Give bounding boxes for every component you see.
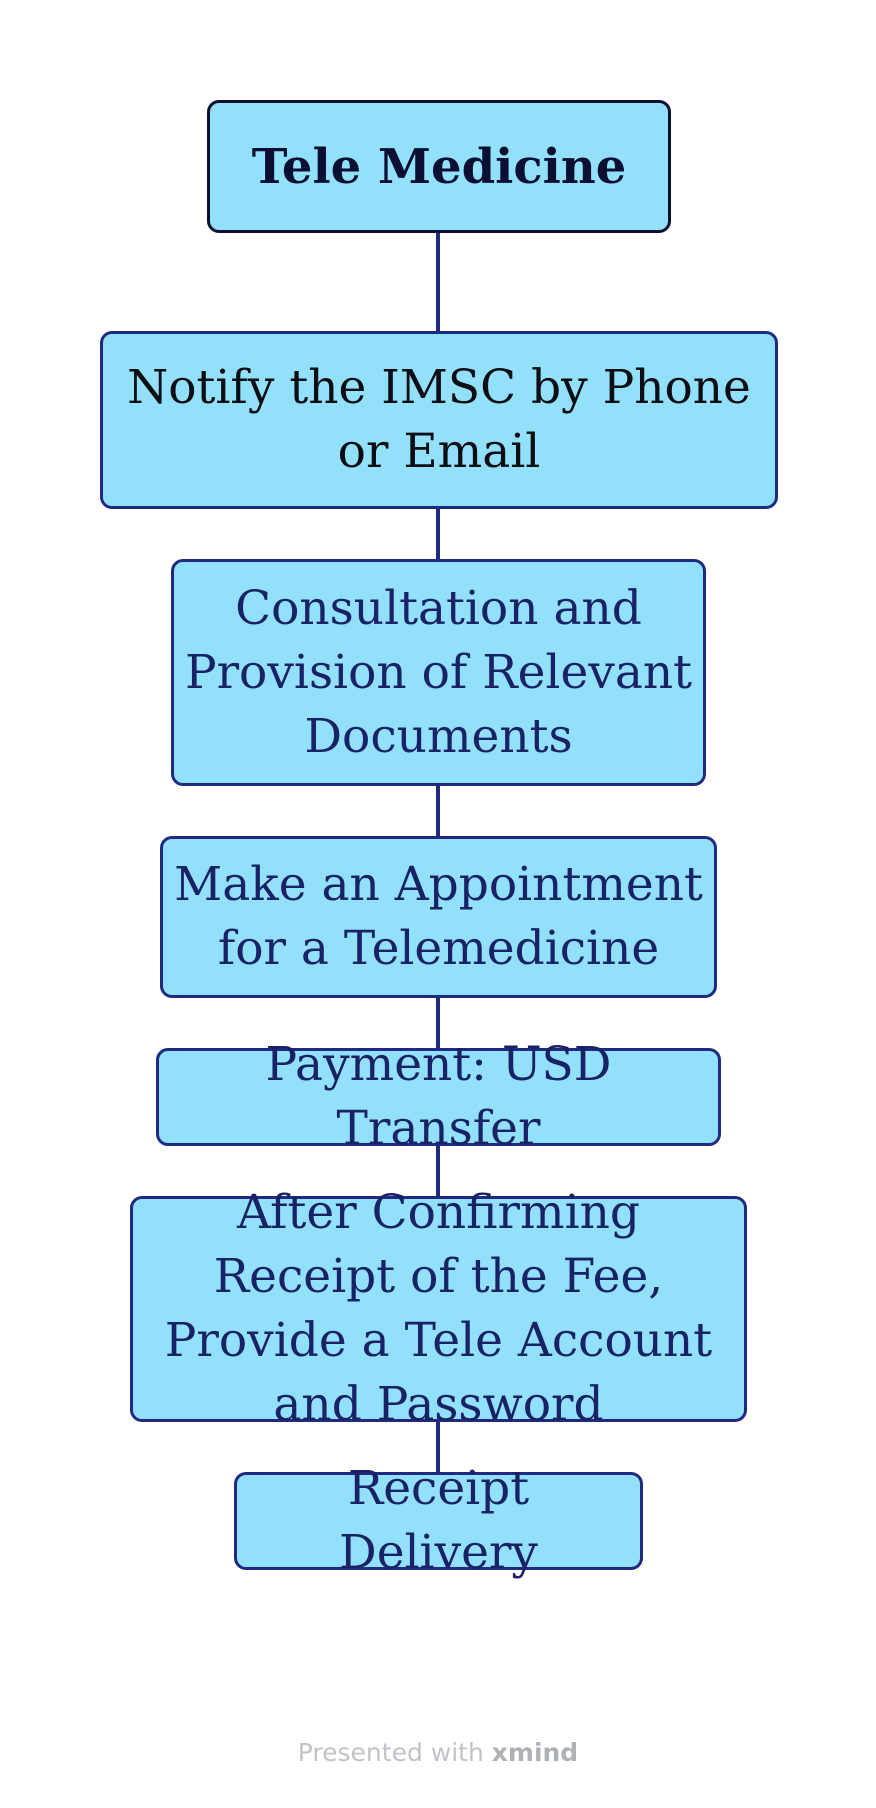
step-label-payment: Payment: USD Transfer [265,1037,612,1156]
step-node-notify[interactable]: Notify the IMSC by Phone or Email [100,331,778,509]
step-label-receipt: Receipt Delivery [339,1461,538,1580]
xmind-logo: xmind [491,1738,579,1767]
step-node-consultation[interactable]: Consultation and Provision of Relevant D… [171,559,706,786]
connector-step1-step2 [436,506,440,562]
step-label-account: After Confirming Receipt of the Fee, Pro… [164,1185,713,1432]
root-topic-node[interactable]: Tele Medicine [207,100,671,233]
connector-root-step1 [436,230,440,334]
root-topic-label: Tele Medicine [251,138,627,195]
step-label-consultation: Consultation and Provision of Relevant D… [184,580,693,764]
presented-with-footer: Presented with xmind [0,1738,876,1767]
step-node-appointment[interactable]: Make an Appointment for a Telemedicine [160,836,717,998]
footer-prefix: Presented with [297,1738,484,1767]
step-node-receipt[interactable]: Receipt Delivery [234,1461,643,1580]
step-label-appointment: Make an Appointment for a Telemedicine [174,857,703,976]
step-label-notify: Notify the IMSC by Phone or Email [127,360,751,479]
step-node-account[interactable]: After Confirming Receipt of the Fee, Pro… [130,1185,747,1432]
step-node-payment[interactable]: Payment: USD Transfer [156,1037,721,1156]
connector-step2-step3 [436,783,440,839]
connector-step4-step5 [436,1143,440,1199]
connector-step3-step4 [436,995,440,1051]
connector-step5-step6 [436,1419,440,1475]
